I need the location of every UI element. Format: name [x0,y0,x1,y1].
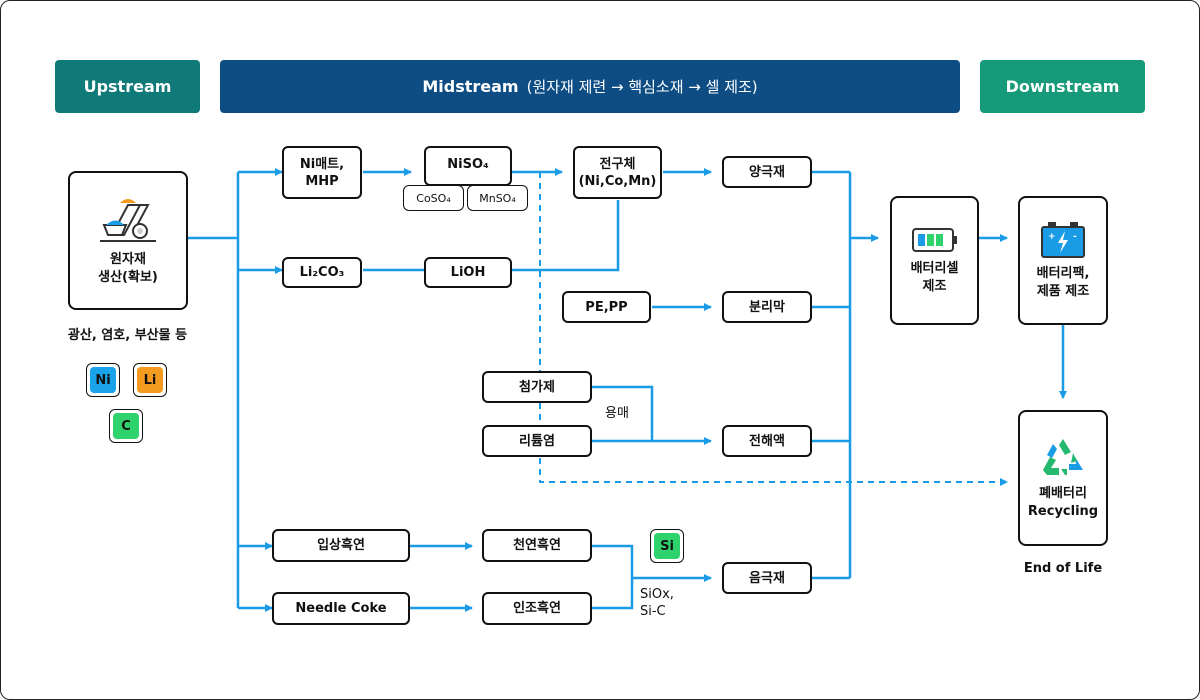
node-ni-matte: Ni매트, MHP [282,146,362,199]
raw-material-caption: 광산, 염호, 부산물 등 [67,328,188,343]
element-ni: Ni [86,363,120,397]
element-c-symbol: C [113,413,139,439]
label-solvent: 용매 [605,406,629,421]
label-end-of-life: End of Life [1023,561,1103,576]
battery-cell-icon [911,227,957,252]
node-niso4: NiSO₄ [424,146,512,186]
element-ni-symbol: Ni [90,367,116,393]
line-artificial [592,578,634,610]
line-natural [592,544,634,578]
element-si: Si [650,529,684,563]
header-midstream-label: Midstream [422,77,519,96]
node-additive: 첨가제 [482,371,592,403]
recycle-icon [1043,439,1083,475]
node-recycling-label: 폐배터리 Recycling [1027,486,1099,519]
header-upstream-label: Upstream [83,77,172,96]
element-li-symbol: Li [137,367,163,393]
svg-text:+: + [1048,232,1056,242]
header-downstream: Downstream [980,60,1145,113]
node-recycling: 폐배터리 Recycling [1018,410,1108,546]
node-lithium-salt: 리튬염 [482,425,592,457]
header-downstream-label: Downstream [1005,77,1120,96]
raw-material-node: 원자재 생산(확보) [68,171,188,310]
node-natural-graphite: 천연흑연 [482,529,592,562]
node-spherical-graphite: 입상흑연 [272,529,410,562]
header-upstream: Upstream [55,60,200,113]
svg-text:-: - [1073,232,1077,242]
node-anode: 음극재 [722,562,812,594]
header-midstream: Midstream (원자재 제련 → 핵심소재 → 셀 제조) [220,60,960,113]
label-si-note: SiOx, Si-C [640,587,674,619]
line-additive [592,385,654,441]
node-precursor: 전구체 (Ni,Co,Mn) [573,146,662,199]
node-artificial-graphite: 인조흑연 [482,592,592,625]
element-si-symbol: Si [654,533,680,559]
dashed-recycling-loop [539,172,1008,486]
node-lioh: LiOH [424,257,512,288]
node-electrolyte: 전해액 [722,425,812,457]
node-coso4: CoSO₄ [403,185,464,211]
raw-material-label: 원자재 생산(확보) [98,251,158,285]
header-midstream-detail: (원자재 제련 → 핵심소재 → 셀 제조) [526,78,758,96]
node-cell: 배터리셀 제조 [890,196,979,325]
node-li2co3: Li₂CO₃ [282,257,362,288]
element-li: Li [133,363,167,397]
line-lioh-precursor [512,200,620,272]
node-mnso4: MnSO₄ [467,185,528,211]
node-separator: 분리막 [722,291,812,323]
node-cathode: 양극재 [722,156,812,188]
node-cell-label: 배터리셀 제조 [910,260,959,294]
mining-cart-icon [100,198,156,242]
battery-pack-icon: + - [1041,221,1085,258]
node-pe-pp: PE,PP [562,291,651,323]
node-pack-label: 배터리팩, 제품 제조 [1036,265,1090,299]
element-c: C [109,409,143,443]
node-pack: + - 배터리팩, 제품 제조 [1018,196,1108,325]
node-needle-coke: Needle Coke [272,592,410,625]
